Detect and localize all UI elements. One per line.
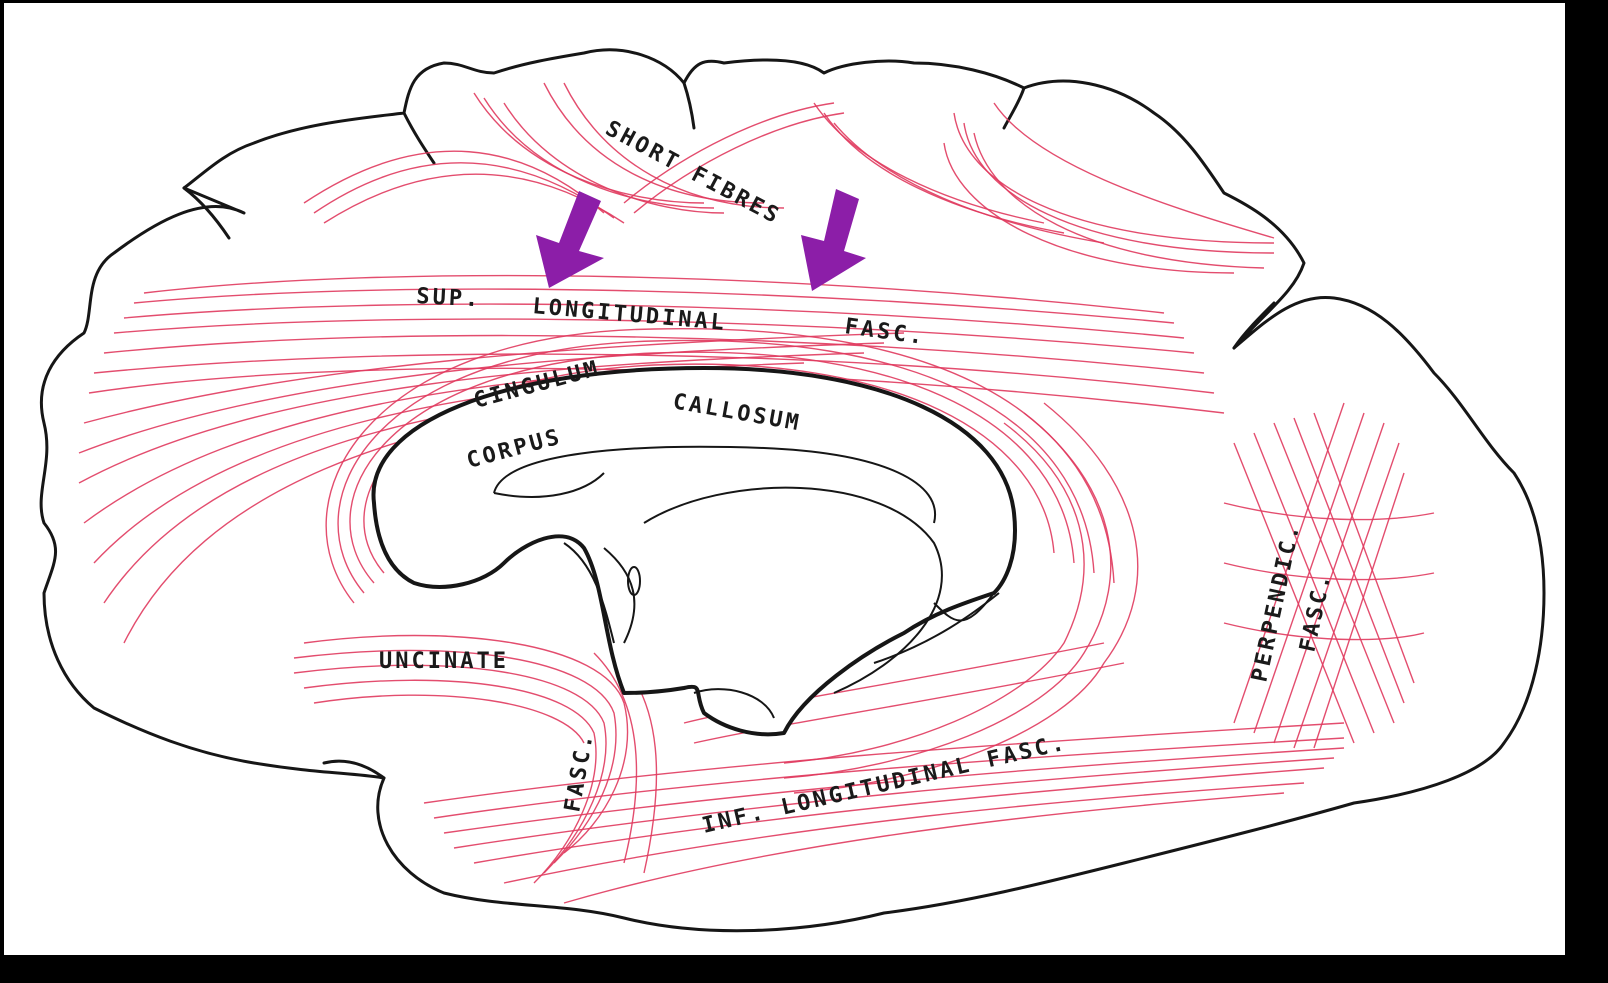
short-fibres <box>304 83 1274 273</box>
arrow-right <box>801 189 866 291</box>
brain-diagram: SHORT FIBRES SUP. LONGITUDINAL FASC. CIN… <box>4 3 1565 955</box>
corpus-callosum <box>373 368 1014 734</box>
label-perpendic: PERPENDIC. <box>1247 520 1305 684</box>
label-short-fibres: SHORT FIBRES <box>601 116 785 230</box>
arrow-left <box>536 191 604 288</box>
label-uncinate: UNCINATE <box>379 649 509 674</box>
label-inf-longitudinal: INF. LONGITUDINAL FASC. <box>700 730 1070 838</box>
label-sup: SUP. <box>416 284 482 312</box>
diagram-frame: SHORT FIBRES SUP. LONGITUDINAL FASC. CIN… <box>4 3 1565 955</box>
